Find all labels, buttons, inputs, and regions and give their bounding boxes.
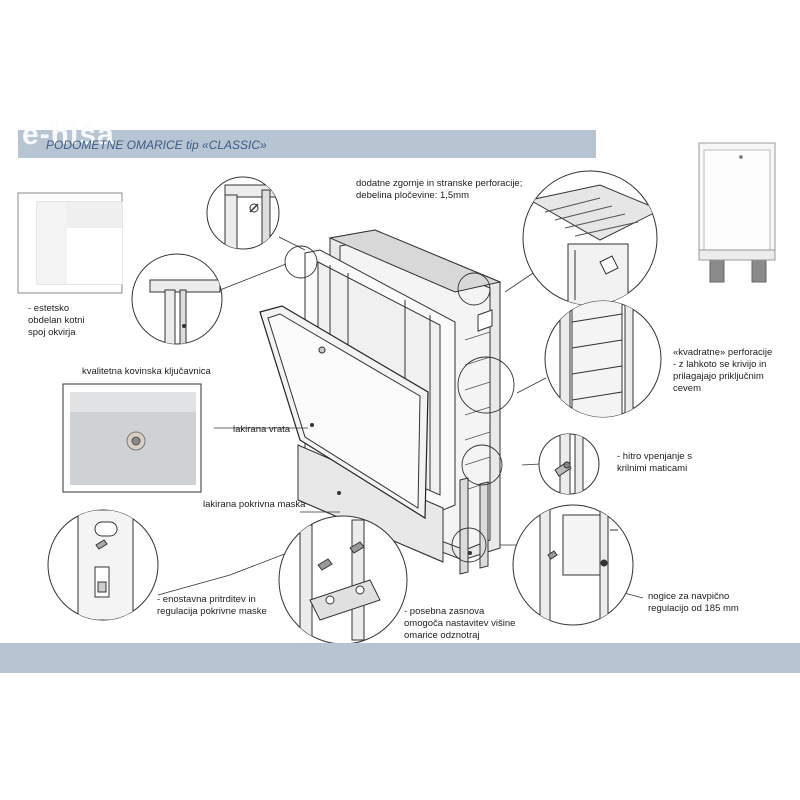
label-line: regulacijo od 185 mm: [648, 603, 739, 614]
corner-joint-photo: [17, 192, 123, 294]
label-line: cevem: [673, 383, 701, 394]
watermark-logo: e-hiša: [22, 118, 115, 151]
detail-left-frame: [131, 253, 223, 345]
detail-top-perforation: [522, 170, 658, 306]
detail-wing-nut: [538, 433, 600, 495]
label-square-perforation: «kvadratne» perforacije - z lahkoto se k…: [673, 347, 772, 395]
label-corner-joint: - estetsko obdelan kotni spoj okvirja: [28, 303, 85, 339]
header-band: [18, 130, 596, 158]
label-line: debelina pločevine: 1,5mm: [356, 190, 470, 201]
label-line: - enostavna pritrditev in: [157, 594, 256, 605]
label-lock: kvalitetna kovinska ključavnica: [82, 366, 211, 377]
label-line: obdelan kotni: [28, 315, 85, 326]
label-line: nogice za navpično: [648, 591, 730, 602]
detail-top-corner: [206, 176, 280, 250]
detail-legs: [512, 504, 634, 626]
label-mask-fixing: - enostavna pritrditev in regulacija pok…: [157, 594, 267, 618]
product-photo: [698, 142, 776, 283]
page-title: PODOMETNE OMARICE tip «CLASSIC»: [46, 138, 267, 152]
label-line: spoj okvirja: [28, 327, 76, 338]
footer-band: [0, 643, 800, 673]
label-line: - hitro vpenjanje s: [617, 451, 692, 462]
detail-mask-fixing: [47, 509, 159, 621]
label-line: prilagajajo priključnim: [673, 371, 764, 382]
detail-height-adjust: [278, 515, 408, 645]
lock-photo: [62, 383, 202, 493]
label-line: - posebna zasnova: [404, 606, 485, 617]
main-cabinet: [259, 229, 502, 575]
detail-square-perforation: [544, 300, 662, 418]
label-door: lakirana vrata: [233, 424, 291, 435]
label-line: - estetsko: [28, 303, 70, 314]
label-line: dodatne zgornje in stranske perforacije;: [356, 178, 523, 189]
label-line: krilnimi maticami: [617, 463, 688, 474]
label-line: - z lahkoto se krivijo in: [673, 359, 767, 370]
label-mask: lakirana pokrivna maska: [203, 499, 306, 510]
label-line: omogoča nastavitev višine: [404, 618, 516, 629]
label-line: «kvadratne» perforacije: [673, 347, 773, 358]
label-line: omarice odznotraj: [404, 630, 480, 641]
label-top-perforation: dodatne zgornje in stranske perforacije;…: [356, 178, 522, 202]
label-wing-nuts: - hitro vpenjanje s krilnimi maticami: [617, 451, 692, 475]
label-height-adjust: - posebna zasnova omogoča nastavitev viš…: [404, 606, 515, 642]
label-legs: nogice za navpično regulacijo od 185 mm: [648, 591, 739, 615]
label-line: regulacija pokrivne maske: [157, 606, 267, 617]
